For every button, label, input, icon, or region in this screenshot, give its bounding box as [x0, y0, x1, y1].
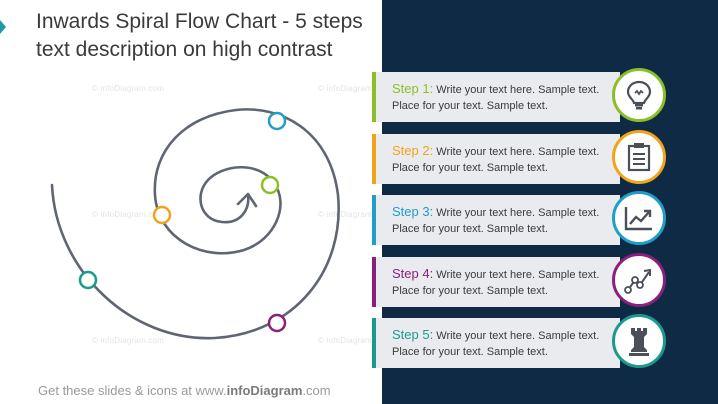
step-description: Step 5: Write your text here. Sample tex… [392, 327, 616, 360]
step-description: Step 1: Write your text here. Sample tex… [392, 81, 616, 114]
watermark: © infoDiagram.com [92, 210, 164, 219]
step-description: Step 2: Write your text here. Sample tex… [392, 143, 616, 176]
step-icon-circle [612, 68, 666, 122]
spiral-arrowhead [236, 192, 258, 208]
step-label: Step 5: [392, 327, 434, 342]
spiral-path [50, 108, 340, 340]
footer-brand: infoDiagram [226, 383, 303, 398]
step-label: Step 2: [392, 143, 434, 158]
watermark: © infoDiagram.com [92, 336, 164, 345]
step-row-1: Step 1: Write your text here. Sample tex… [372, 68, 668, 122]
step-label: Step 3: [392, 204, 434, 219]
step-box: Step 4: Write your text here. Sample tex… [376, 257, 620, 307]
step-description: Step 4: Write your text here. Sample tex… [392, 266, 616, 299]
step-row-3: Step 3: Write your text here. Sample tex… [372, 191, 668, 245]
watermark: © infoDiagram.com [318, 84, 390, 93]
watermark: © infoDiagram.com [318, 336, 390, 345]
step-color-bar [372, 318, 376, 368]
footer-prefix: Get these slides & icons at www. [38, 383, 227, 398]
step-color-bar [372, 257, 376, 307]
step-row-2: Step 2: Write your text here. Sample tex… [372, 130, 668, 184]
clipboard-icon [627, 143, 651, 172]
spiral-diagram [50, 108, 340, 340]
page-title: Inwards Spiral Flow Chart - 5 steps text… [36, 10, 363, 61]
lightbulb-icon [626, 80, 652, 110]
step-description: Step 3: Write your text here. Sample tex… [392, 204, 616, 237]
step-box: Step 1: Write your text here. Sample tex… [376, 72, 620, 122]
spiral-node-step1 [260, 175, 280, 195]
step-color-bar [372, 195, 376, 245]
step-label: Step 1: [392, 81, 434, 96]
watermark: © infoDiagram.com [318, 210, 390, 219]
step-row-4: Step 4: Write your text here. Sample tex… [372, 253, 668, 307]
spiral-node-step3 [267, 111, 287, 131]
step-label: Step 4: [392, 266, 434, 281]
step-text: Write your text here. Sample text. Place… [392, 207, 600, 235]
step-color-bar [372, 134, 376, 184]
step-color-bar [372, 72, 376, 122]
footer-suffix: .com [302, 383, 331, 398]
spiral-node-step5 [78, 270, 98, 290]
trend-chart-icon [624, 207, 652, 231]
chess-rook-icon [629, 328, 649, 356]
watermark: © infoDiagram.com [92, 84, 164, 93]
step-text: Write your text here. Sample text. Place… [392, 84, 600, 112]
step-box: Step 3: Write your text here. Sample tex… [376, 195, 620, 245]
footer-credit: Get these slides & icons at www.infoDiag… [38, 383, 331, 398]
title-accent-marker [0, 20, 6, 34]
spiral-node-step2 [152, 205, 172, 225]
line-graph-icon [624, 268, 651, 294]
step-icon-circle [612, 191, 666, 245]
step-icon-circle [612, 253, 666, 307]
step-icon-circle [612, 314, 666, 368]
step-text: Write your text here. Sample text. Place… [392, 146, 600, 174]
step-icon-circle [612, 130, 666, 184]
step-text: Write your text here. Sample text. Place… [392, 269, 600, 297]
spiral-node-step4 [267, 313, 287, 333]
step-box: Step 2: Write your text here. Sample tex… [376, 134, 620, 184]
step-row-5: Step 5: Write your text here. Sample tex… [372, 314, 668, 368]
step-box: Step 5: Write your text here. Sample tex… [376, 318, 620, 368]
step-text: Write your text here. Sample text. Place… [392, 330, 600, 358]
